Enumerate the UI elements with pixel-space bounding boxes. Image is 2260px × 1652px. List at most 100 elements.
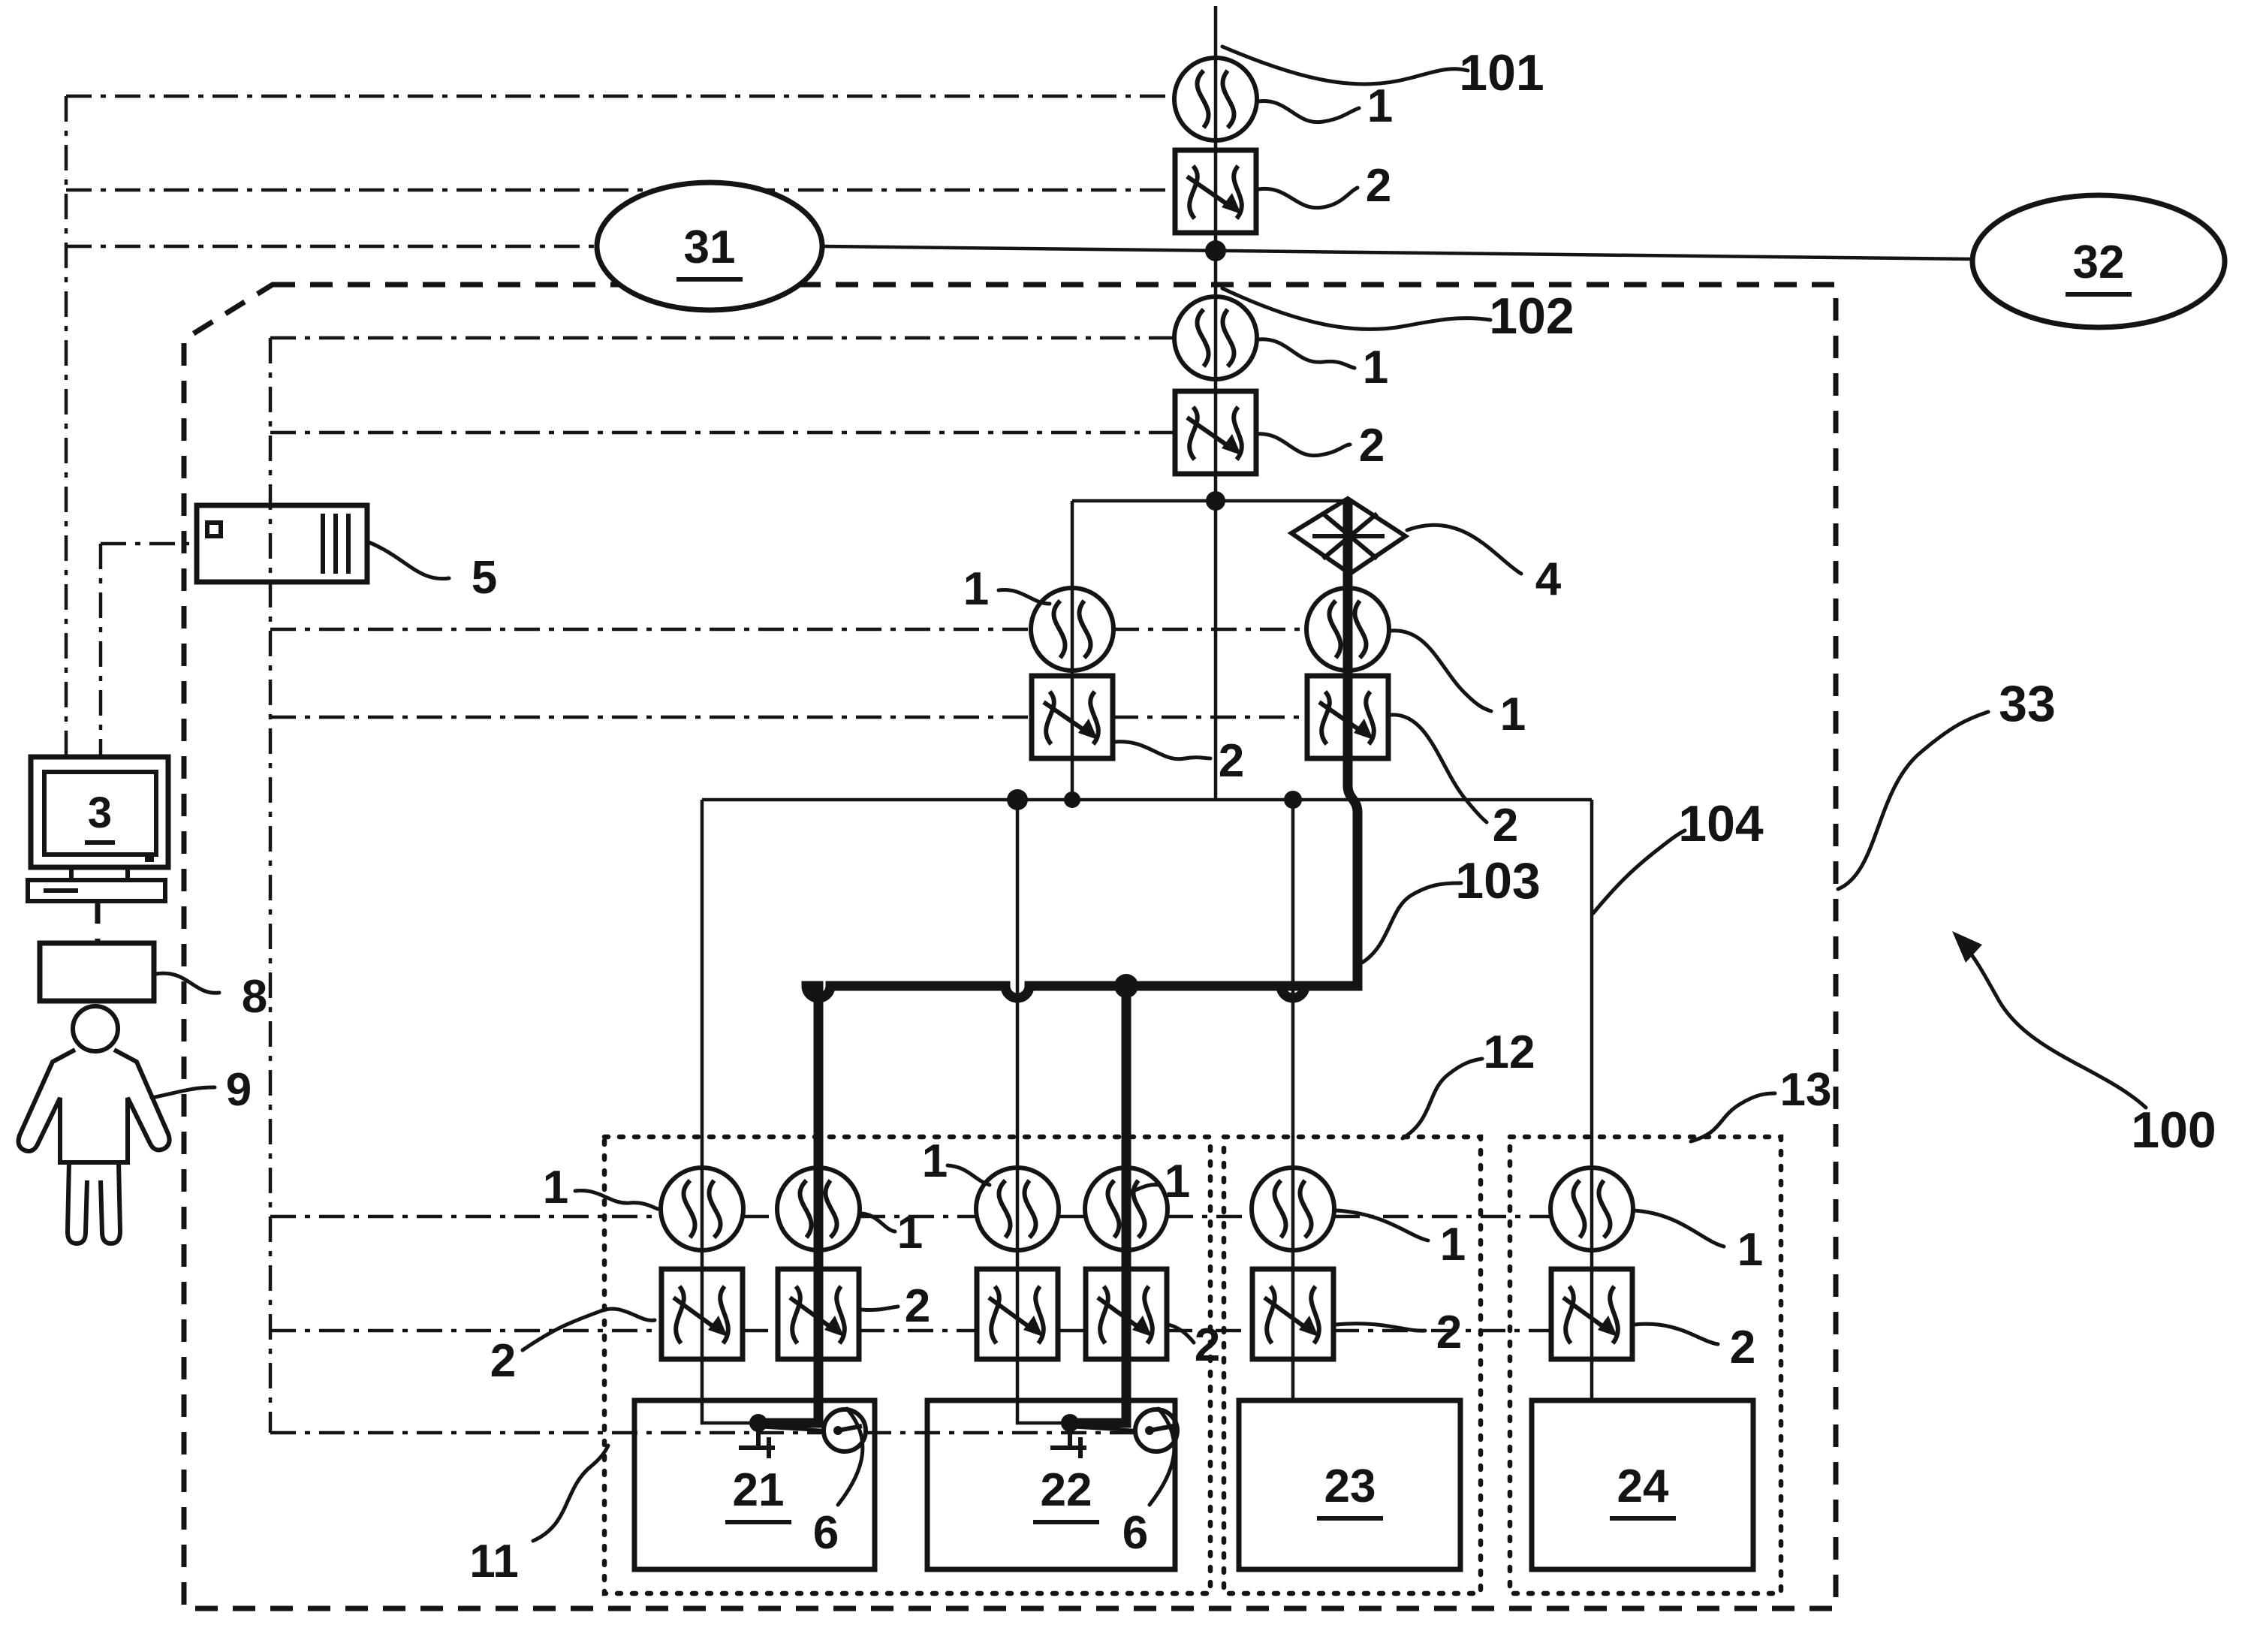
leader-1-bay4 (1130, 1183, 1162, 1193)
leader-2-bay23 (1333, 1322, 1427, 1333)
breaker-101 (1172, 147, 1259, 236)
circuit-breakers (658, 147, 1635, 1362)
label-103: 103 (1455, 852, 1540, 909)
label-3: 3 (88, 788, 112, 837)
label-4: 4 (1535, 553, 1562, 605)
label-1-bay3: 1 (922, 1135, 948, 1187)
leader-11 (531, 1443, 610, 1543)
grid-31-ellipse (594, 179, 825, 313)
label-1-bay1: 1 (543, 1162, 568, 1213)
leader-1-bay1 (573, 1189, 660, 1211)
leader-1-mid-left (996, 588, 1052, 606)
leader-1-bay3 (945, 1163, 992, 1187)
label-13: 13 (1780, 1064, 1832, 1116)
junction-dots (749, 240, 1302, 1432)
label-2-mid-left: 2 (1219, 735, 1244, 787)
sensor-102 (1172, 294, 1259, 381)
label-23: 23 (1324, 1461, 1376, 1512)
leader-lines (149, 44, 2148, 1543)
leader-6-22 (1147, 1406, 1177, 1507)
breaker-bay3 (974, 1266, 1061, 1362)
grid-31-label: 31 (684, 222, 736, 273)
leader-2-bay2 (858, 1304, 900, 1312)
operator-torso-arms (16, 1048, 172, 1165)
operator-head (71, 1004, 120, 1054)
leader-33 (1836, 710, 1990, 891)
label-12: 12 (1484, 1026, 1535, 1078)
reference-labels: 101 1 2 102 1 2 4 1 1 2 2 103 104 33 100… (85, 44, 2216, 1587)
label-2-102: 2 (1359, 420, 1385, 472)
clock-link-22 (1069, 1424, 1136, 1433)
leader-101 (1220, 44, 1470, 86)
sensor-bay2 (775, 1165, 862, 1253)
bay-feeder-3 (1015, 800, 1070, 1425)
operator-legs (65, 1162, 123, 1247)
label-1-mid-right: 1 (1500, 689, 1526, 740)
label-21: 21 (733, 1464, 785, 1516)
label-5: 5 (472, 552, 497, 604)
clock-link-21 (758, 1424, 824, 1433)
bay-feeder-1 (700, 800, 758, 1425)
server-led (205, 520, 223, 538)
label-1-102: 1 (1363, 342, 1388, 393)
leader-104 (1591, 828, 1687, 915)
bay-13-dotted-boundary (1507, 1134, 1784, 1596)
zone-33-dashed-boundary (181, 282, 1839, 1611)
fault-path-hop (1276, 981, 1358, 1003)
label-1-mid-left: 1 (963, 563, 989, 615)
breaker-mid-left (1029, 673, 1116, 761)
label-24: 24 (1617, 1461, 1669, 1512)
leader-102 (1220, 286, 1493, 331)
sensor-mid-left (1029, 586, 1116, 673)
leader-100-arrow (1965, 947, 2148, 1110)
leader-2-mid-right (1388, 713, 1489, 824)
bay-11-outline (601, 1134, 1213, 1596)
bay-13-outline (1507, 1134, 1784, 1596)
grid-32-ellipse (1969, 192, 2228, 330)
bay-12-outline (1221, 1134, 1484, 1596)
sensor-bay1 (658, 1165, 746, 1253)
leader-6-21 (836, 1406, 865, 1507)
clock-22 (1133, 1407, 1180, 1454)
label-1-bay24: 1 (1737, 1224, 1763, 1276)
label-9: 9 (226, 1064, 252, 1116)
clock-21 (821, 1407, 868, 1454)
breaker-bay24 (1548, 1266, 1635, 1362)
leader-5 (366, 540, 451, 581)
breaker-mid-right (1304, 673, 1391, 761)
label-22: 22 (1041, 1464, 1092, 1516)
leader-1-102 (1256, 337, 1357, 370)
label-1-bay4: 1 (1165, 1156, 1190, 1207)
label-6-22: 6 (1122, 1507, 1148, 1559)
leader-103 (1360, 881, 1463, 965)
leader-1-mid-right (1388, 629, 1493, 713)
leader-1-top (1256, 99, 1361, 125)
bay-12-dotted-boundary (1221, 1134, 1484, 1596)
breaker-bay2 (775, 1266, 862, 1362)
sensor-bay23 (1249, 1165, 1336, 1253)
leader-1-bay2 (860, 1211, 897, 1234)
label-2-bay23: 2 (1436, 1307, 1462, 1358)
leader-13 (1689, 1091, 1777, 1144)
operator-9-figure (16, 1004, 172, 1247)
power-lines (700, 6, 1973, 1428)
leader-8 (153, 971, 221, 995)
leader-2-top (1256, 185, 1360, 210)
label-11: 11 (469, 1536, 519, 1587)
arrowhead-100 (1952, 931, 1982, 963)
label-100: 100 (2131, 1102, 2216, 1159)
breaker-bay23 (1249, 1266, 1336, 1362)
sensor-101 (1172, 56, 1259, 143)
label-33: 33 (1999, 675, 2056, 732)
load-22-box (924, 1397, 1178, 1572)
label-102: 102 (1489, 288, 1574, 345)
sensor-bay4 (1083, 1165, 1170, 1253)
label-2-bay4: 2 (1195, 1319, 1220, 1371)
server-5 (194, 502, 370, 585)
label-1-bay23: 1 (1440, 1219, 1466, 1271)
server-vents (321, 514, 351, 574)
breaker-102 (1172, 388, 1259, 477)
sensor-bay3 (974, 1165, 1061, 1253)
